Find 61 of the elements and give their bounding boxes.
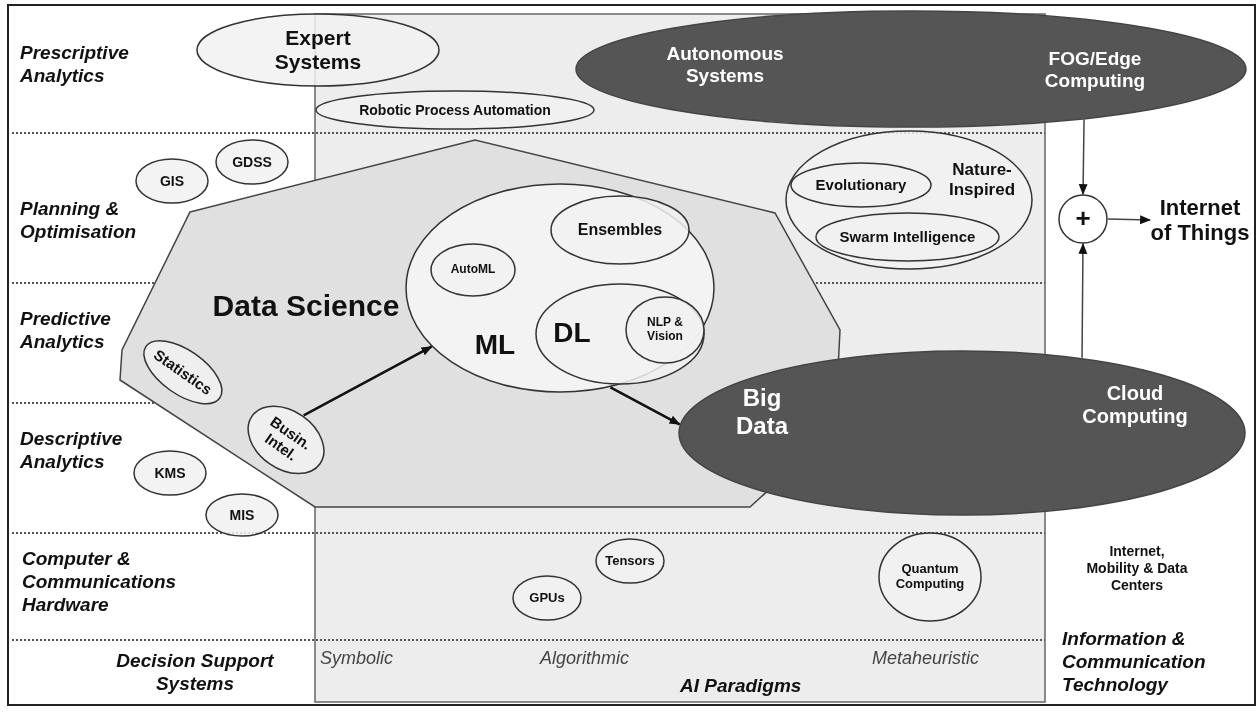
concept-ellipse bbox=[215, 139, 289, 185]
column-label: Information & Communication Technology bbox=[1062, 628, 1207, 697]
concept-ellipse bbox=[878, 532, 982, 622]
ellipse-label: FOG/Edge Computing bbox=[1043, 48, 1147, 92]
concept-ellipse bbox=[625, 296, 705, 364]
concept-ellipse bbox=[535, 283, 705, 385]
ellipse-label: Autonomous Systems bbox=[665, 43, 785, 87]
ellipse-label: Evolutionary bbox=[814, 176, 908, 194]
region-label: Data Science bbox=[211, 288, 401, 324]
concept-ellipse bbox=[196, 13, 440, 87]
concept-ellipse bbox=[133, 450, 207, 496]
column-label: Symbolic bbox=[320, 648, 395, 670]
ellipse-label: GIS bbox=[158, 172, 186, 190]
concept-ellipse bbox=[205, 493, 279, 537]
concept-ellipse bbox=[595, 538, 665, 584]
ellipse-label: GDSS bbox=[231, 153, 273, 171]
ellipse-label: Tensors bbox=[604, 553, 656, 569]
row-label: Planning & Optimisation bbox=[20, 198, 138, 244]
ellipse-label: Big Data bbox=[735, 384, 790, 440]
ellipse-label: Cloud Computing bbox=[1081, 382, 1189, 428]
ellipse-label: MIS bbox=[228, 506, 256, 524]
ellipse-label: Expert Systems bbox=[273, 25, 363, 75]
arrow bbox=[1078, 118, 1088, 196]
concept-ellipse bbox=[512, 575, 582, 621]
ellipse-label: Robotic Process Automation bbox=[358, 101, 552, 119]
concept-ellipse bbox=[550, 195, 690, 265]
concept-ellipse bbox=[785, 130, 1033, 270]
arrow bbox=[609, 386, 681, 426]
arrow bbox=[303, 345, 433, 417]
ellipse-label: DL bbox=[552, 316, 592, 350]
ellipse-label: + bbox=[1074, 204, 1092, 234]
row-label: Descriptive Analytics bbox=[20, 428, 124, 474]
concept-ellipse bbox=[315, 90, 595, 130]
arrow bbox=[1078, 242, 1088, 359]
ellipse-label: Nature-Inspired bbox=[947, 160, 1017, 200]
ellipse-label: Quantum Computing bbox=[894, 562, 966, 592]
ellipse-label: AutoML bbox=[449, 263, 497, 277]
concept-ellipse bbox=[405, 183, 715, 393]
dark-ellipse bbox=[575, 10, 1247, 128]
concept-ellipse bbox=[790, 162, 932, 208]
row-label: Prescriptive Analytics bbox=[20, 42, 130, 88]
ellipse-label: KMS bbox=[153, 464, 187, 482]
ellipse-label: NLP & Vision bbox=[646, 316, 684, 344]
row-label: Computer & Communications Hardware bbox=[22, 548, 178, 617]
ellipse-label: ML bbox=[473, 328, 517, 362]
node-text: Internet of Things bbox=[1150, 194, 1250, 246]
concept-ellipse bbox=[1058, 194, 1108, 244]
column-note: Internet, Mobility & Data Centers bbox=[1085, 543, 1189, 594]
concept-ellipse bbox=[135, 158, 209, 204]
column-label: AI Paradigms bbox=[680, 675, 803, 698]
arrow bbox=[1107, 215, 1152, 225]
dark-ellipse bbox=[678, 350, 1246, 516]
column-label: Algorithmic bbox=[540, 648, 631, 670]
ellipse-label: GPUs bbox=[528, 590, 566, 606]
concept-ellipse bbox=[430, 243, 516, 297]
column-label: Decision Support Systems bbox=[115, 650, 275, 696]
row-label: Predictive Analytics bbox=[20, 308, 112, 354]
concept-ellipse bbox=[815, 212, 1000, 262]
ellipse-label: Ensembles bbox=[576, 220, 664, 240]
ellipse-label: Swarm Intelligence bbox=[838, 228, 977, 246]
column-label: Metaheuristic bbox=[872, 648, 981, 670]
